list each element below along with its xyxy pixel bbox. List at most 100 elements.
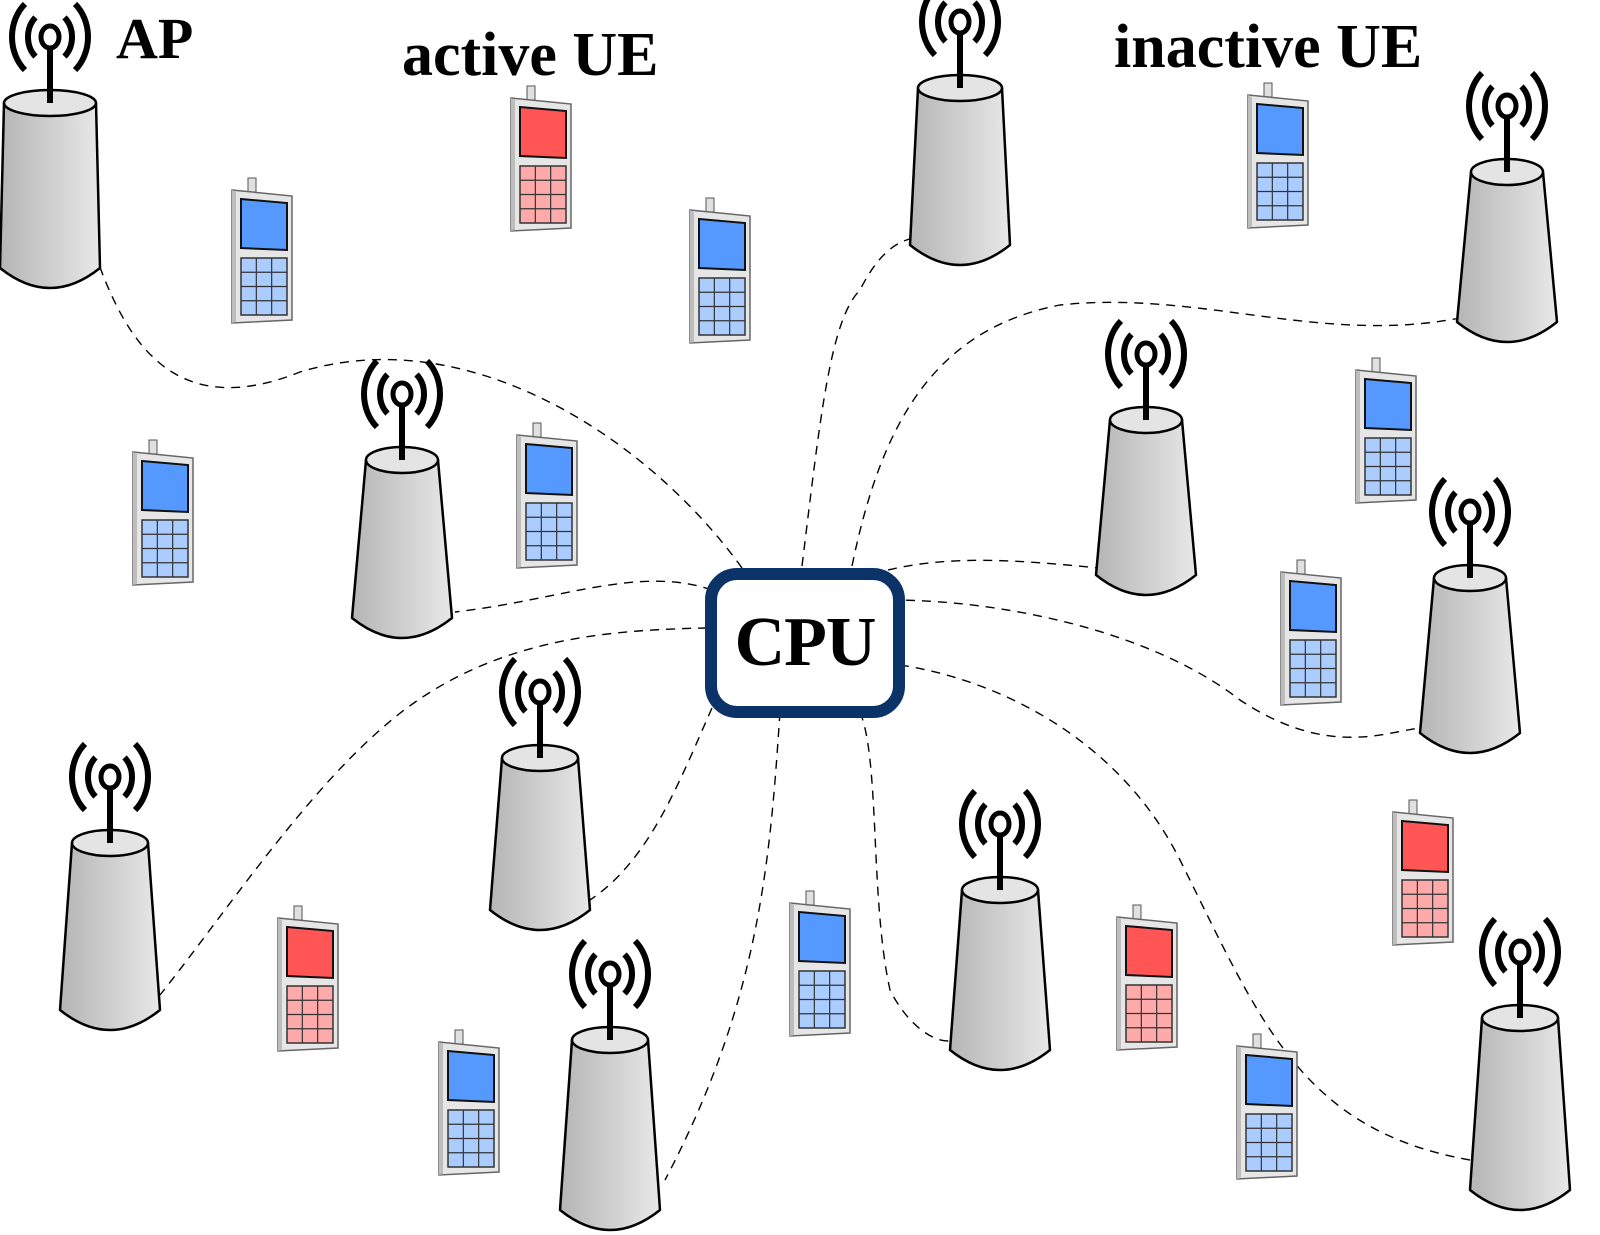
antenna-icon bbox=[499, 656, 581, 758]
ue-screen bbox=[286, 925, 334, 980]
ue-screen bbox=[1256, 102, 1304, 157]
signal-wave bbox=[69, 741, 88, 813]
signal-wave bbox=[585, 952, 598, 996]
ap-tower-body bbox=[58, 841, 162, 1032]
signal-wave bbox=[1532, 930, 1545, 974]
signal-wave bbox=[85, 755, 98, 799]
fronthaul-link bbox=[589, 707, 713, 901]
active-ue-legend-label: active UE bbox=[402, 21, 659, 89]
fronthaul-links bbox=[97, 237, 1471, 1181]
ue-screen bbox=[798, 910, 846, 965]
fronthaul-link bbox=[851, 301, 1461, 567]
access-point bbox=[558, 938, 662, 1232]
signal-wave bbox=[1121, 332, 1134, 376]
inactive-ue-phone-icon bbox=[689, 197, 751, 344]
antenna-icon bbox=[959, 788, 1041, 890]
ap-tower-body bbox=[1418, 576, 1522, 755]
ue-screen bbox=[1364, 377, 1412, 432]
signal-wave bbox=[632, 938, 651, 1010]
access-point bbox=[1418, 476, 1522, 755]
ap-tower-body bbox=[488, 756, 592, 932]
inactive-ue-phone-icon bbox=[132, 439, 194, 586]
signal-wave bbox=[122, 755, 135, 799]
signal-wave bbox=[1482, 84, 1495, 128]
signal-wave bbox=[499, 656, 518, 728]
access-point bbox=[58, 741, 162, 1032]
access-point bbox=[1455, 70, 1559, 344]
signal-wave bbox=[72, 1, 91, 73]
ap-tower-body bbox=[0, 101, 102, 290]
fronthaul-link bbox=[454, 580, 713, 613]
signal-wave bbox=[1022, 788, 1041, 860]
signal-wave bbox=[414, 372, 427, 416]
inactive-ue-phone-icon bbox=[789, 890, 851, 1037]
signal-wave bbox=[377, 372, 390, 416]
inactive-ue-phone-icon bbox=[1236, 1033, 1298, 1180]
antenna-icon bbox=[1466, 70, 1548, 172]
access-point bbox=[0, 1, 102, 290]
inactive-ue-phone-icon bbox=[1280, 559, 1342, 706]
ap-tower-body bbox=[1455, 170, 1559, 344]
ue-screen bbox=[240, 197, 288, 252]
ue-screen bbox=[525, 442, 573, 497]
signal-wave bbox=[1495, 930, 1508, 974]
signal-wave bbox=[982, 0, 1001, 58]
signal-wave bbox=[1012, 802, 1025, 846]
ue-screen bbox=[1125, 924, 1173, 979]
ap-tower-body bbox=[1094, 418, 1198, 597]
access-point bbox=[350, 358, 454, 640]
antenna-icon bbox=[361, 358, 443, 460]
fronthaul-link bbox=[899, 664, 1471, 1161]
signal-wave bbox=[132, 741, 151, 813]
inactive-ue-phone-icon bbox=[1355, 357, 1417, 504]
signal-wave bbox=[1105, 318, 1124, 390]
fronthaul-link bbox=[859, 711, 953, 1042]
ue-screen bbox=[447, 1049, 495, 1104]
antenna-icon bbox=[1479, 916, 1561, 1018]
ap-tower-body bbox=[1468, 1016, 1572, 1212]
access-point bbox=[488, 656, 592, 932]
ap-legend-label: AP bbox=[116, 6, 194, 71]
cpu-label: CPU bbox=[734, 604, 877, 681]
signal-wave bbox=[9, 1, 28, 73]
signal-wave bbox=[1158, 332, 1171, 376]
fronthaul-link bbox=[801, 237, 916, 567]
signal-wave bbox=[25, 15, 38, 59]
signal-wave bbox=[569, 938, 588, 1010]
access-point bbox=[908, 0, 1012, 267]
inactive-ue-phone-icon bbox=[438, 1029, 500, 1176]
active-ue-phone-icon bbox=[1116, 904, 1178, 1051]
signal-wave bbox=[919, 0, 938, 58]
signal-wave bbox=[1519, 84, 1532, 128]
signal-wave bbox=[1445, 490, 1458, 534]
signal-wave bbox=[515, 670, 528, 714]
antenna-icon bbox=[1429, 476, 1511, 578]
signal-wave bbox=[975, 802, 988, 846]
signal-wave bbox=[1492, 476, 1511, 548]
antenna-icon bbox=[1105, 318, 1187, 420]
ap-tower-body bbox=[948, 888, 1052, 1072]
signal-wave bbox=[1168, 318, 1187, 390]
signal-wave bbox=[62, 15, 75, 59]
access-point bbox=[948, 788, 1052, 1072]
signal-wave bbox=[935, 0, 948, 44]
fronthaul-link bbox=[887, 559, 1099, 571]
inactive-ue-phone-icon bbox=[1247, 82, 1309, 229]
cpu-node: CPU bbox=[705, 568, 905, 718]
access-point bbox=[1094, 318, 1198, 597]
signal-wave bbox=[959, 788, 978, 860]
ue-screen bbox=[1401, 819, 1449, 874]
active-ue-phone-icon bbox=[1392, 799, 1454, 946]
ue-screen bbox=[1289, 579, 1337, 634]
inactive-ue-legend-label: inactive UE bbox=[1114, 13, 1423, 81]
signal-wave bbox=[622, 952, 635, 996]
antenna-icon bbox=[919, 0, 1001, 88]
ue-screen bbox=[519, 105, 567, 160]
ap-tower-body bbox=[350, 458, 454, 640]
ue-screen bbox=[1245, 1053, 1293, 1108]
signal-wave bbox=[424, 358, 443, 430]
inactive-ue-phone-icon bbox=[231, 177, 293, 324]
signal-wave bbox=[552, 670, 565, 714]
